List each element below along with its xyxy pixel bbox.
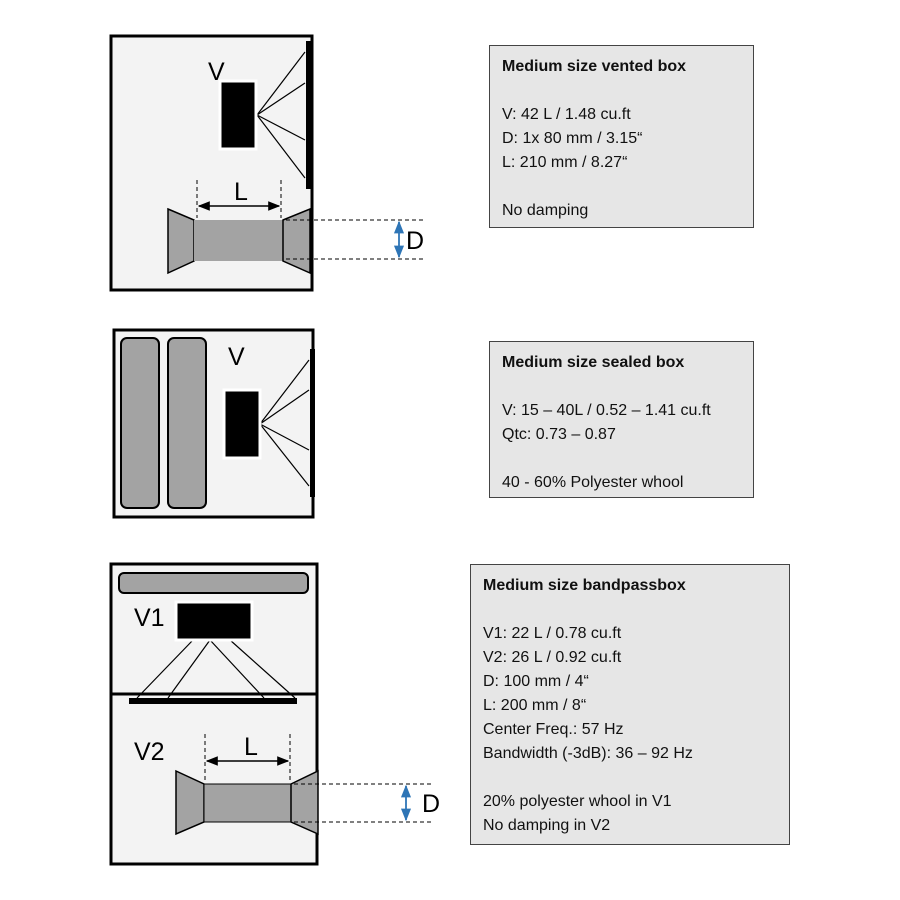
vented-port (167, 207, 311, 275)
info-note: No damping in V2 (483, 817, 611, 834)
bandpass-port-diameter-label: D (422, 790, 440, 818)
bandpass-diameter-dimension (294, 783, 431, 823)
info-note: No damping (502, 202, 589, 219)
bandpass-v1-label: V1 (134, 604, 165, 632)
vented-diameter-dimension (286, 219, 424, 260)
damping-panel-left (120, 337, 160, 509)
damping-panel-top (118, 572, 309, 594)
driver-magnet (174, 600, 254, 642)
sealed-box-diagram: V (112, 328, 315, 519)
driver-magnet (222, 388, 262, 460)
info-line: V1: 22 L / 0.78 cu.ft (483, 625, 622, 642)
vented-port-length-label: L (234, 178, 248, 206)
driver-baffle (306, 41, 311, 189)
bandpass-driver (129, 600, 297, 704)
info-title: Medium size bandpassbox (483, 577, 686, 594)
bandpass-length-dimension (204, 734, 291, 782)
info-line: L: 200 mm / 8“ (483, 697, 587, 714)
driver-baffle (129, 698, 297, 704)
info-line: Center Freq.: 57 Hz (483, 721, 624, 738)
bandpass-port-length-label: L (244, 733, 258, 761)
bandpass-box-diagram: V1 V2 L D (109, 562, 440, 866)
bandpass-info-box: Medium size bandpassbox V1: 22 L / 0.78 … (470, 564, 790, 845)
vented-volume-label: V (208, 58, 225, 86)
info-line: V: 42 L / 1.48 cu.ft (502, 106, 631, 123)
info-line: Qtc: 0.73 – 0.87 (502, 426, 616, 443)
info-line: V2: 26 L / 0.92 cu.ft (483, 649, 622, 666)
damping-panel-right (167, 337, 207, 509)
info-line: D: 100 mm / 4“ (483, 673, 589, 690)
bandpass-port (175, 769, 319, 836)
vented-length-dimension (196, 180, 282, 218)
info-note: 20% polyester whool in V1 (483, 793, 672, 810)
driver-baffle (310, 349, 315, 497)
info-title: Medium size sealed box (502, 354, 685, 371)
bandpass-v2-label: V2 (134, 738, 165, 766)
info-line: L: 210 mm / 8.27“ (502, 154, 628, 171)
sealed-volume-label: V (228, 343, 245, 371)
vented-box-diagram: V L D (109, 34, 424, 292)
info-note: 40 - 60% Polyester whool (502, 474, 684, 491)
driver-magnet (218, 79, 258, 151)
info-line: Bandwidth (-3dB): 36 – 92 Hz (483, 745, 693, 762)
vented-driver (218, 41, 311, 189)
info-line: D: 1x 80 mm / 3.15“ (502, 130, 643, 147)
info-line: V: 15 – 40L / 0.52 – 1.41 cu.ft (502, 402, 711, 419)
info-title: Medium size vented box (502, 58, 687, 75)
sealed-info-box: Medium size sealed box V: 15 – 40L / 0.5… (489, 341, 754, 498)
vented-port-diameter-label: D (406, 227, 424, 255)
vented-info-box: Medium size vented box V: 42 L / 1.48 cu… (489, 45, 754, 228)
sealed-driver (222, 349, 315, 497)
